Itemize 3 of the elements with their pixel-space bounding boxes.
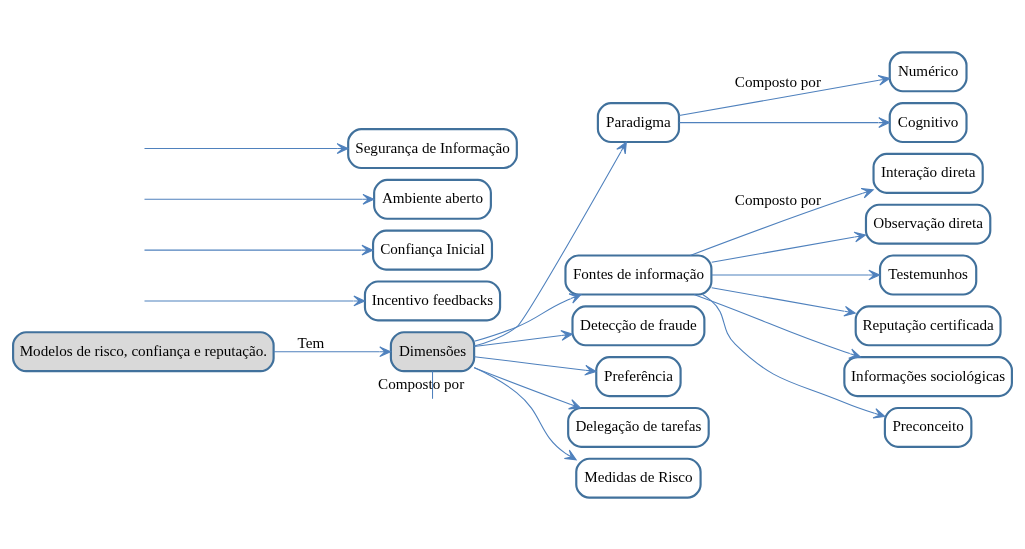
edge-label: Composto por xyxy=(734,73,821,90)
edge-label: Composto por xyxy=(734,191,821,208)
edge-label: Tem xyxy=(297,334,325,351)
